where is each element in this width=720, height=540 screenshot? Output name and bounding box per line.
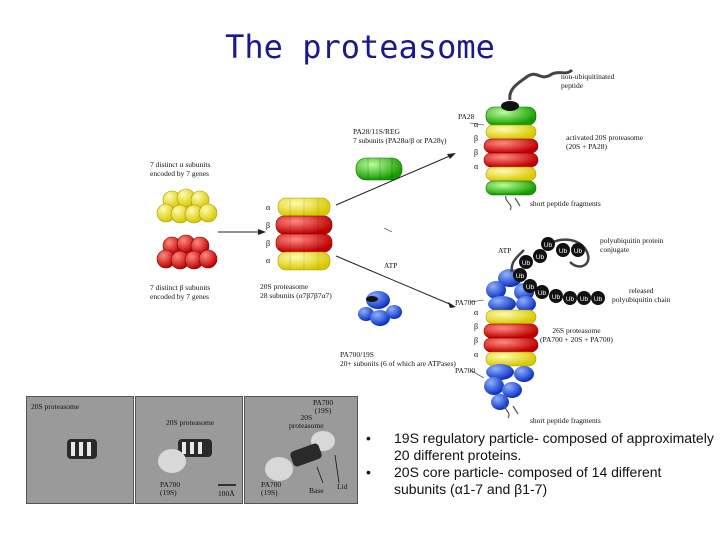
proteasome-26s-label: 26S proteasome (PA700 + 20S + PA700): [540, 326, 613, 344]
beta-subunits-label: 7 distinct β subunits encoded by 7 genes: [150, 283, 211, 301]
ring-label-alpha: α: [266, 256, 271, 265]
em-panel3-pa700-bottom: PA700 (19S): [261, 480, 282, 497]
em-panel1-title: 20S proteasome: [31, 402, 80, 411]
ring-label-beta: β: [474, 322, 479, 331]
em-panel3-pa700-top: PA700 (19S): [313, 398, 334, 415]
activated-20s-label: activated 20S proteasome (20S + PA28): [566, 133, 644, 151]
polyubiquitin-chain: [513, 237, 605, 305]
em-panel-26s-single: 20S proteasome PA700 (19S) 100Å: [135, 396, 243, 504]
em-26s-double-particle: [265, 431, 340, 484]
ub-label: Ub: [544, 242, 553, 249]
ub-label: Ub: [559, 248, 568, 255]
ub-label: Ub: [580, 296, 589, 303]
beta-subunit-ring: [156, 234, 218, 270]
alpha-subunits-label: 7 distinct α subunits encoded by 7 genes: [150, 160, 211, 178]
ring-label-alpha: α: [266, 203, 271, 212]
ub-label: Ub: [538, 290, 547, 297]
ring-label-alpha: α: [474, 308, 479, 317]
ub-label: Ub: [552, 294, 561, 301]
em-panel2-title: 20S proteasome: [166, 418, 215, 427]
em-panel3-lid: Lid: [337, 482, 348, 491]
alpha-subunit-ring: [156, 188, 218, 224]
pa700-bottom-label: PA700: [455, 366, 476, 375]
bullet-text: 20S core particle- composed of 14 differ…: [394, 464, 662, 497]
arrow-to-26s: [335, 255, 453, 306]
proteasome-20s-core: [275, 197, 333, 271]
ub-label: Ub: [536, 254, 545, 261]
ub-label: Ub: [594, 296, 603, 303]
proteasome-26s: [483, 249, 539, 419]
non-ubiquitinated-label: non-ubiquitinated peptide: [561, 72, 615, 90]
ring-label-alpha: α: [474, 350, 479, 359]
pa28-heptamer: [355, 157, 403, 181]
pa700-regulator: [358, 291, 402, 326]
ring-label-beta: β: [474, 148, 479, 157]
bullet-item: • 20S core particle- composed of 14 diff…: [366, 464, 716, 498]
em-20s-particle: [67, 439, 97, 459]
proteasome-assembly-diagram: Ub Ub Ub Ub Ub Ub Ub Ub Ub Ub Ub Ub: [156, 68, 605, 419]
pa28-reg-label: PA28/11S/REG 7 subunits (PA28α/β or PA28…: [353, 127, 447, 145]
bullet-item: • 19S regulatory particle- composed of a…: [366, 430, 716, 464]
atp-right-label: ATP: [498, 246, 512, 255]
activated-20s-proteasome: [483, 68, 574, 211]
em-panel3-20s: 20S proteasome: [289, 413, 324, 430]
polyubiquitin-conjugate-label: polyubiquitin protein conjugate: [600, 236, 664, 254]
em-panel2-scale: 100Å: [218, 489, 235, 498]
ring-label-beta: β: [474, 134, 479, 143]
bullet-list: • 19S regulatory particle- composed of a…: [366, 430, 716, 498]
bullet-marker: •: [366, 464, 371, 480]
ring-label-beta: β: [474, 336, 479, 345]
ub-label: Ub: [566, 296, 575, 303]
ub-label: Ub: [522, 260, 531, 267]
em-panel2-pa700: PA700 (19S): [160, 480, 181, 497]
pa700-19s-label: PA700/19S 20+ subunits (6 of which are A…: [340, 350, 456, 368]
ring-label-alpha: α: [474, 120, 479, 129]
short-fragments-top-label: short peptide fragments: [530, 199, 601, 208]
bullet-text: 19S regulatory particle- composed of app…: [394, 430, 714, 463]
pa700-top-label: PA700: [455, 298, 476, 307]
ub-label: Ub: [526, 284, 535, 291]
released-chain-label: released polyubiquitin chain: [612, 286, 671, 304]
bullet-marker: •: [366, 430, 371, 446]
ring-label-beta: β: [266, 239, 271, 248]
proteasome-20s-label: 20S proteasome 28 subunits (α7β7β7α7): [260, 282, 332, 300]
em-panel3-base: Base: [309, 486, 324, 495]
ring-label-alpha: α: [474, 162, 479, 171]
slide-title: The proteasome: [225, 28, 495, 66]
arrow-to-activated: [335, 154, 453, 206]
ring-label-beta: β: [266, 221, 271, 230]
em-panel-26s-double: PA700 (19S) 20S proteasome PA700 (19S) B…: [244, 396, 358, 504]
ub-label: Ub: [516, 273, 525, 280]
em-panel-20s: 20S proteasome: [26, 396, 134, 504]
atp-center-label: ATP: [384, 261, 398, 270]
ub-label: Ub: [574, 248, 583, 255]
pa28-label: PA28: [458, 112, 475, 121]
em-26s-particle: [158, 439, 236, 486]
short-fragments-bottom-label: short peptide fragments: [530, 416, 601, 425]
